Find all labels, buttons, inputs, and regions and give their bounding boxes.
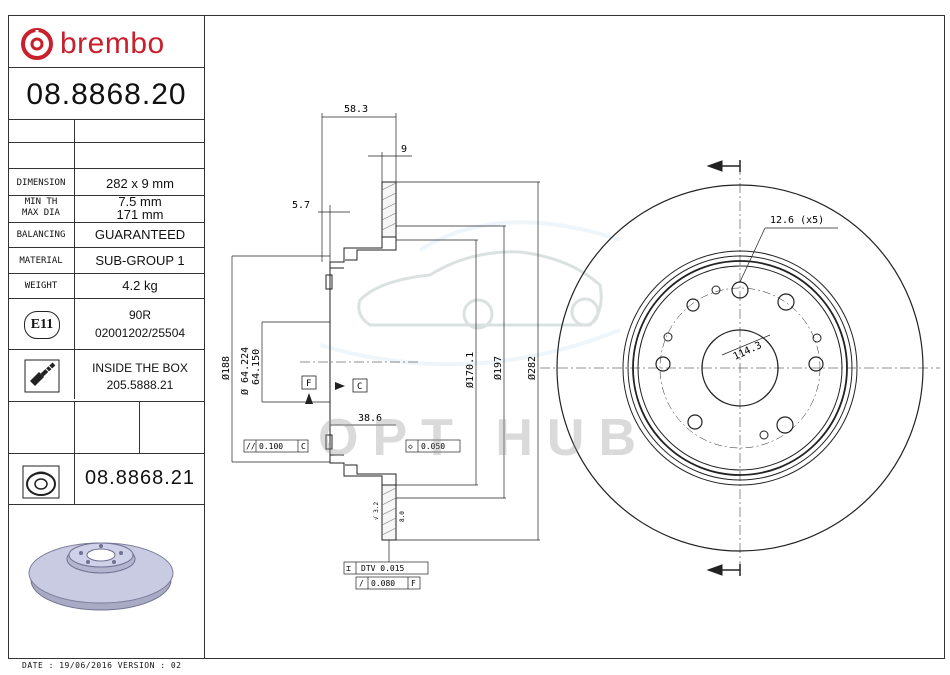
datum-f: F — [306, 379, 311, 389]
tol4-value: 0.080 — [371, 579, 395, 588]
front-view — [540, 160, 940, 576]
spec-value-balancing: GUARANTEED — [94, 227, 186, 242]
spec-label-material: MATERIAL — [19, 256, 63, 266]
spec-value-dimension: 282 x 9 mm — [106, 176, 174, 191]
spec-label-weight: WEIGHT — [24, 281, 58, 291]
spec-value-maxdia: 171 mm — [116, 207, 164, 222]
spec-value-minth: 7.5 mm — [118, 194, 162, 209]
watermark-text: OPT HUB — [318, 409, 650, 467]
dim-64-224: Ø 64.224 — [239, 347, 251, 395]
spec-value-material: SUB-GROUP 1 — [95, 253, 185, 268]
dim-9: 9 — [401, 144, 407, 155]
spec-label-minth: MIN TH — [24, 197, 58, 207]
disc-product-image — [28, 542, 174, 611]
dim-holes: 12.6 (x5) — [770, 215, 824, 226]
datum-c: C — [357, 382, 362, 392]
tol1-ref: C — [301, 442, 306, 451]
tol1-value: 0.100 — [259, 442, 283, 451]
tol2-value: 0.050 — [421, 442, 445, 451]
footer-date-version: DATE : 19/06/2016 VERSION : 02 — [22, 661, 182, 670]
dim-pcd: 114.3 — [732, 340, 764, 363]
spec-label-dimension: DIMENSION — [16, 178, 66, 188]
dim-64-150: 64.150 — [251, 349, 262, 385]
spec-value-weight: 4.2 kg — [122, 278, 158, 293]
drawing-frame — [8, 15, 945, 659]
tol1-symbol: // — [246, 442, 256, 451]
dim-282: Ø282 — [526, 356, 538, 380]
tol4-symbol: / — [359, 579, 364, 588]
approval-line1: 90R — [128, 308, 151, 322]
inside-box-line2: 205.5888.21 — [106, 378, 174, 392]
tol-parallelism: // 0.100 C — [243, 439, 309, 453]
dim-197: Ø197 — [492, 356, 504, 380]
disc-coated-icon — [22, 465, 60, 499]
brand-logo: brembo — [20, 21, 202, 67]
dim-58-3: 58.3 — [344, 104, 368, 115]
approval-mark: E11 — [24, 311, 60, 339]
dim-188: Ø188 — [220, 356, 232, 380]
watermark-car — [319, 220, 621, 367]
tol-dtv: ⌶ DTV 0.015 — [343, 561, 429, 575]
spec-label-balancing: BALANCING — [16, 230, 66, 240]
info-panel: brembo 08.8868.20 DIMENSION 282 x 9 mm M… — [8, 15, 205, 659]
tol4-ref: F — [411, 579, 416, 588]
brand-name: brembo — [60, 27, 165, 60]
tol3-symbol: ⌶ — [346, 564, 351, 573]
inside-box-line1: INSIDE THE BOX — [92, 361, 188, 375]
roughness-2: 8.0 — [399, 511, 406, 522]
approval-line2: 02001202/25504 — [94, 326, 186, 340]
alt-part-number: 08.8868.21 — [84, 467, 196, 489]
spec-label-maxdia: MAX DIA — [22, 208, 60, 218]
dim-38-6: 38.6 — [358, 413, 382, 424]
brembo-logo-icon — [21, 28, 53, 60]
tol-flatness: ◇ 0.050 — [405, 439, 461, 453]
dim-170-1: Ø170.1 — [464, 352, 476, 388]
section-view — [300, 181, 420, 541]
dim-5-7: 5.7 — [292, 200, 310, 211]
tol3-value: DTV 0.015 — [361, 564, 405, 573]
part-number: 08.8868.20 — [26, 78, 187, 111]
screw-icon — [24, 359, 60, 393]
roughness-1: √ 3.2 — [373, 502, 380, 520]
tol2-symbol: ◇ — [408, 442, 413, 451]
dimension-lines — [231, 113, 540, 562]
tol-runout: / 0.080 F — [355, 576, 421, 590]
